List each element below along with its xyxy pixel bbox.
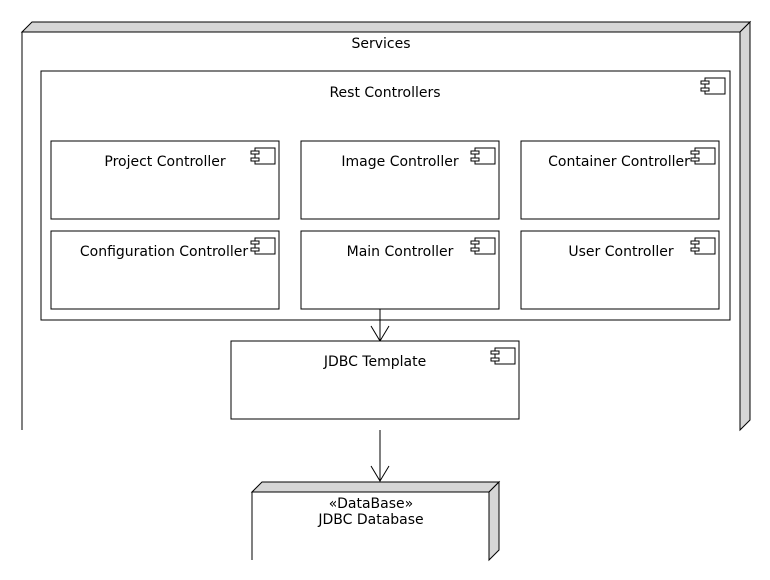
rest-controllers-title: Rest Controllers	[329, 85, 441, 101]
component-icon	[490, 347, 516, 365]
services-title: Services	[351, 36, 411, 52]
component-icon	[470, 237, 496, 255]
database-title: JDBC Database	[318, 512, 424, 528]
database-node	[250, 480, 501, 562]
component-icon	[470, 147, 496, 165]
component-icon	[700, 77, 726, 95]
container-controller-box	[520, 140, 720, 220]
component-icon	[690, 237, 716, 255]
database-stereotype: «DataBase»	[328, 496, 414, 512]
component-icon	[690, 147, 716, 165]
main-controller-label: Main Controller	[346, 244, 454, 260]
project-controller-box	[50, 140, 280, 220]
main-controller-box	[300, 230, 500, 310]
image-controller-box	[300, 140, 500, 220]
jdbc-template-component	[230, 340, 520, 420]
user-controller-box	[520, 230, 720, 310]
services-node	[20, 20, 752, 432]
component-icon	[250, 237, 276, 255]
configuration-controller-box	[50, 230, 280, 310]
user-controller-label: User Controller	[568, 244, 674, 260]
arrow-services-to-database	[370, 430, 390, 482]
configuration-controller-label: Configuration Controller	[79, 244, 249, 260]
image-controller-label: Image Controller	[341, 154, 459, 170]
project-controller-label: Project Controller	[104, 154, 226, 170]
jdbc-template-label: JDBC Template	[323, 354, 427, 370]
container-controller-label: Container Controller	[548, 154, 690, 170]
component-icon	[250, 147, 276, 165]
